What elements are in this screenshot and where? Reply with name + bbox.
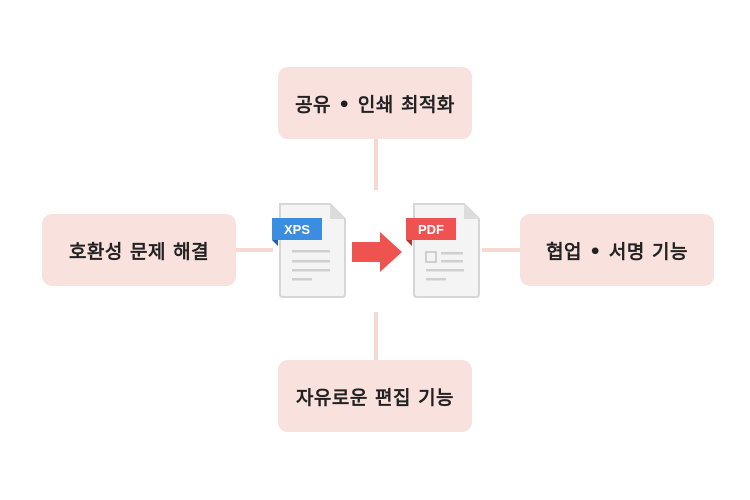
benefit-bottom: 자유로운 편집 기능 <box>278 360 472 432</box>
xps-label: XPS <box>284 222 310 237</box>
benefit-top-label: 공유 • 인쇄 최적화 <box>295 93 455 116</box>
connector-left <box>235 248 273 252</box>
benefit-bottom-label: 자유로운 편집 기능 <box>295 386 455 409</box>
conversion-arrow-icon <box>352 232 402 272</box>
benefit-left: 호환성 문제 해결 <box>42 214 236 286</box>
benefit-left-label: 호환성 문제 해결 <box>68 240 210 263</box>
benefit-right-label: 협업 • 서명 기능 <box>546 240 688 263</box>
connector-bottom <box>374 312 378 360</box>
benefit-top: 공유 • 인쇄 최적화 <box>278 67 472 139</box>
pdf-document-icon: PDF <box>406 203 480 298</box>
benefit-right: 협업 • 서명 기능 <box>520 214 714 286</box>
xps-document-icon: XPS <box>272 203 346 298</box>
connector-top <box>374 138 378 190</box>
pdf-label: PDF <box>418 222 444 237</box>
connector-right <box>482 248 520 252</box>
